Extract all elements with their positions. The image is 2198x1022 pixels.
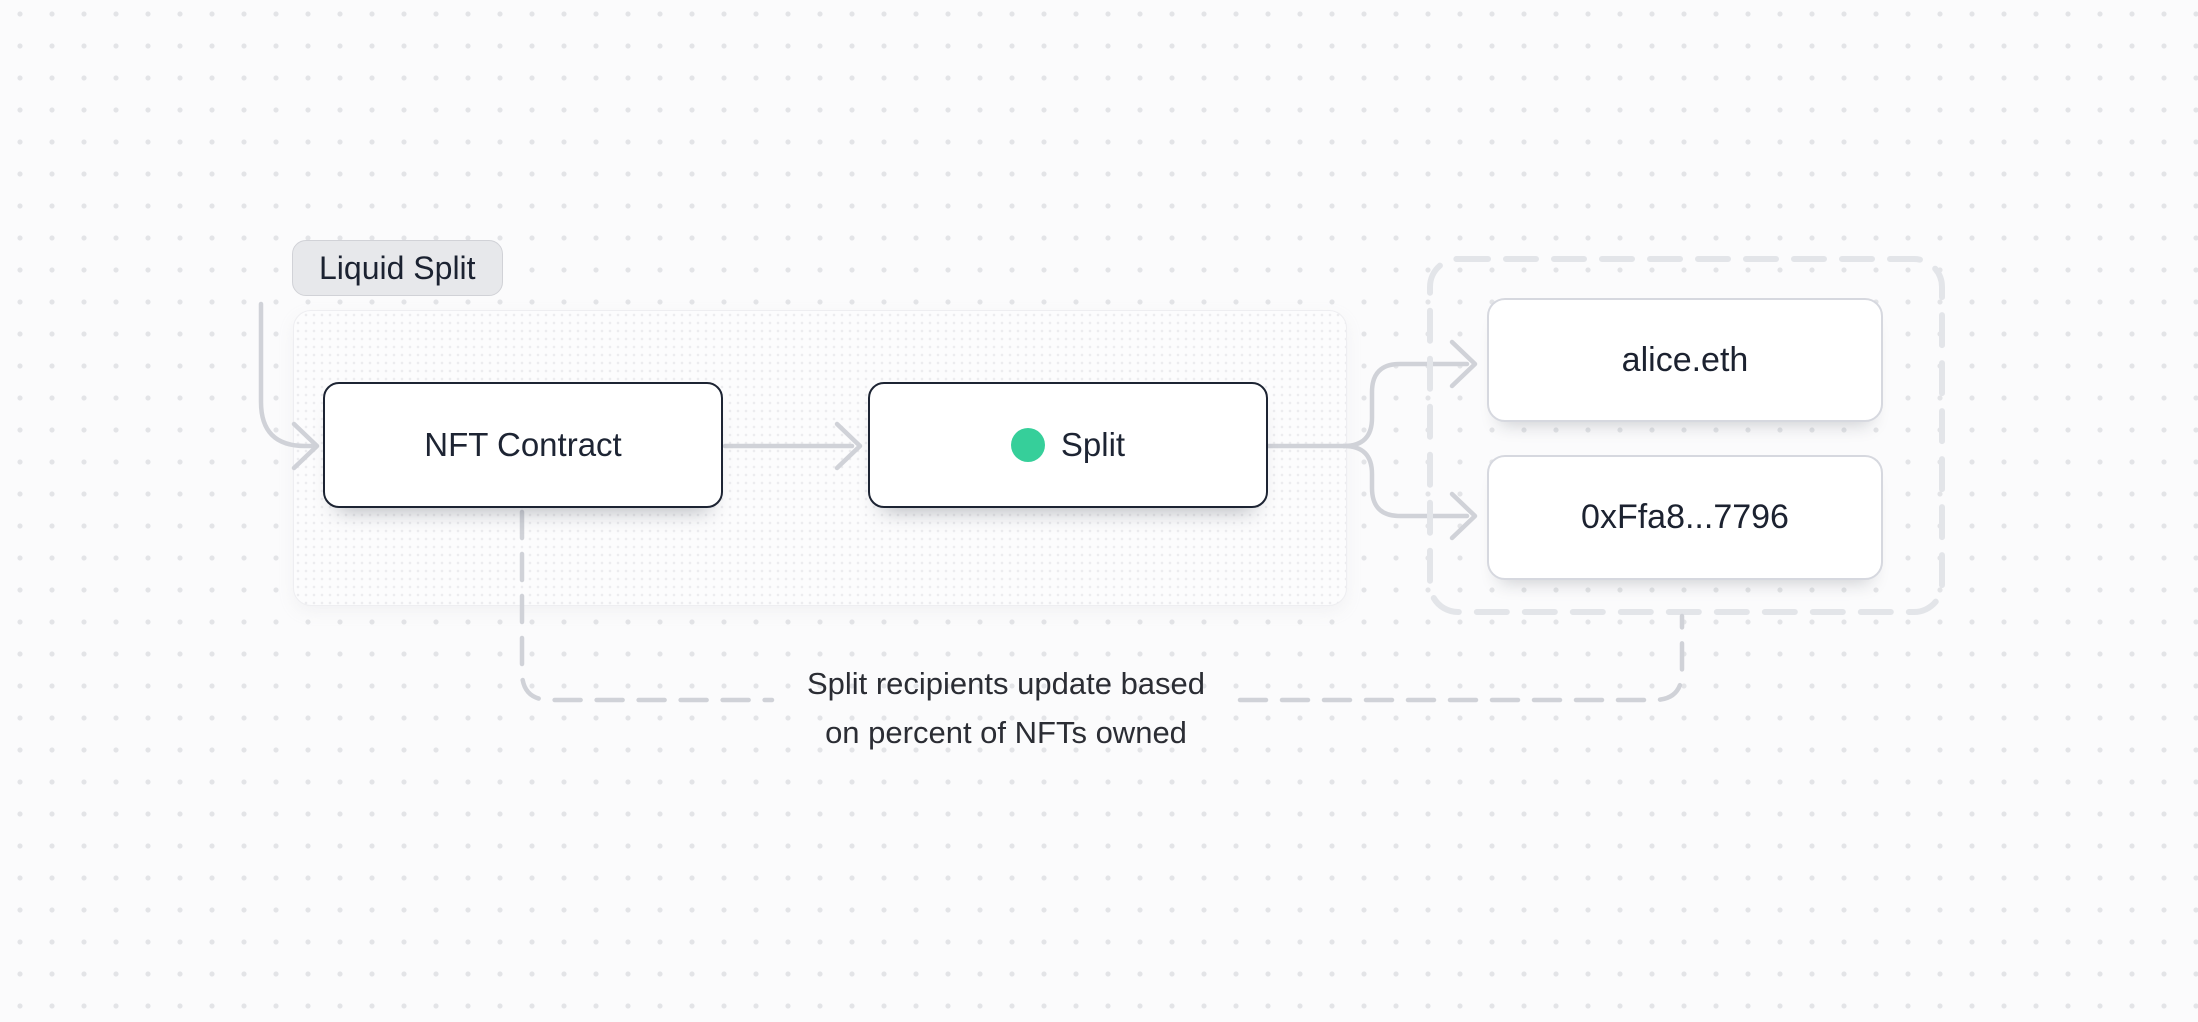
update-edge-caption: Split recipients update based on percent… — [706, 659, 1306, 757]
update-edge-caption-line2: on percent of NFTs owned — [825, 715, 1187, 750]
entry-arrowhead-icon — [291, 421, 320, 471]
edge-split-to-address — [1341, 443, 1470, 519]
update-edge-left — [519, 509, 775, 703]
edge-nft-to-split-arrowhead-icon — [834, 421, 863, 471]
entry-edge — [258, 301, 316, 449]
group-label-text: Liquid Split — [319, 249, 476, 286]
node-split[interactable]: Split — [868, 382, 1268, 508]
node-nft-contract-label: NFT Contract — [424, 426, 622, 463]
recipient-node-alice[interactable]: alice.eth — [1487, 298, 1883, 422]
recipient-alice-label: alice.eth — [1621, 340, 1749, 379]
recipient-node-address[interactable]: 0xFfa8...7796 — [1487, 455, 1883, 580]
update-edge-right — [1237, 613, 1685, 703]
update-edge-caption-line1: Split recipients update based — [806, 666, 1206, 701]
edge-split-to-address-arrowhead-icon — [1449, 491, 1478, 541]
group-label-badge: Liquid Split — [292, 240, 503, 296]
edge-split-to-alice-arrowhead-icon — [1449, 339, 1478, 389]
recipients-group-outline — [1427, 256, 1945, 615]
green-dot-icon — [1010, 428, 1045, 462]
recipient-address-label: 0xFfa8...7796 — [1581, 498, 1789, 536]
edge-split-to-alice — [1341, 361, 1470, 449]
node-split-label: Split — [1060, 426, 1126, 463]
node-nft-contract[interactable]: NFT Contract — [323, 382, 723, 508]
